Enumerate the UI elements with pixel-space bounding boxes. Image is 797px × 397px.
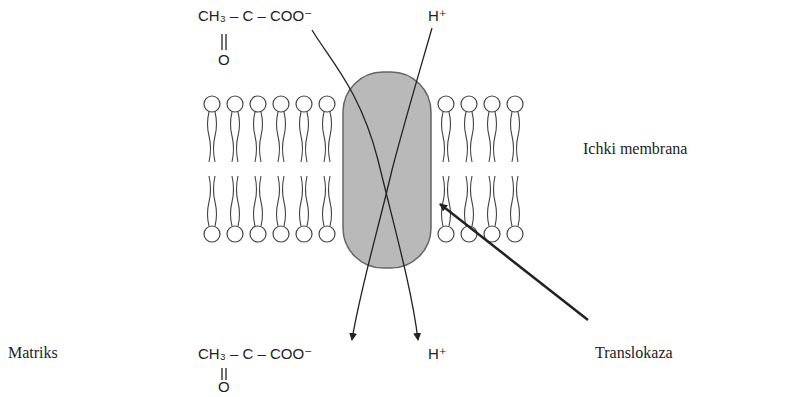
lipid-part [254,112,257,162]
oxygen-atom: O [218,379,230,396]
lipid-part [461,226,477,242]
lipid-part [465,112,468,162]
region-label: Ichki membrana [583,140,687,158]
double-bond [225,34,226,50]
lipid-part [442,112,445,162]
region-label: Matriks [8,344,58,362]
leader-arrow [440,204,588,320]
lipid-part [254,176,257,226]
lipid-part [329,176,332,226]
lipid-part [465,176,468,226]
lipid-part [208,176,211,226]
lipid-part [214,176,217,226]
lipid-part [507,226,523,242]
lipid-part [448,112,451,162]
lipid-part [237,176,240,226]
lipid-part [484,96,500,112]
proton-label: H⁺ [428,8,447,25]
lipid-part [231,112,234,162]
lipid-part [204,96,220,112]
lipid-part [494,176,497,226]
oxygen-atom: O [218,52,230,69]
lipid-part [329,112,332,162]
lipid-part [204,226,220,242]
chemical-formula: CH₃ – C – COO⁻ [198,346,312,363]
proton-label: H⁺ [428,346,447,363]
lipid-part [273,96,289,112]
lipid-part [471,176,474,226]
lipid-part [517,176,520,226]
lipid-part [277,112,280,162]
lipid-part [438,226,454,242]
lipid-part [300,112,303,162]
lipid-part [283,176,286,226]
double-bond [221,34,222,50]
lipid-part [306,176,309,226]
lipid-part [237,112,240,162]
lipid-part [488,176,491,226]
lipid-part [227,226,243,242]
lipid-part [208,112,211,162]
lipid-part [442,176,445,226]
lipid-part [296,96,312,112]
lipid-part [231,176,234,226]
lipid-part [448,176,451,226]
lipid-part [438,96,454,112]
lipid-part [300,176,303,226]
lipid-part [306,112,309,162]
lipid-part [273,226,289,242]
lipid-part [260,112,263,162]
lipid-part [277,176,280,226]
lipid-part [323,112,326,162]
lipid-part [227,96,243,112]
lipid-part [323,176,326,226]
lipid-part [250,226,266,242]
lipid-part [214,112,217,162]
lipid-part [250,96,266,112]
lipid-part [260,176,263,226]
lipid-part [511,112,514,162]
chemical-formula: CH₃ – C – COO⁻ [198,8,312,25]
lipid-part [494,112,497,162]
lipid-part [283,112,286,162]
lipid-part [511,176,514,226]
lipid-part [319,226,335,242]
lipid-part [517,112,520,162]
lipid-part [507,96,523,112]
lipid-part [471,112,474,162]
lipid-part [296,226,312,242]
lipid-part [488,112,491,162]
pyruvate-path [312,30,418,340]
proton-path [352,28,432,340]
lipid-part [319,96,335,112]
part-label: Translokaza [595,344,673,362]
lipid-part [461,96,477,112]
